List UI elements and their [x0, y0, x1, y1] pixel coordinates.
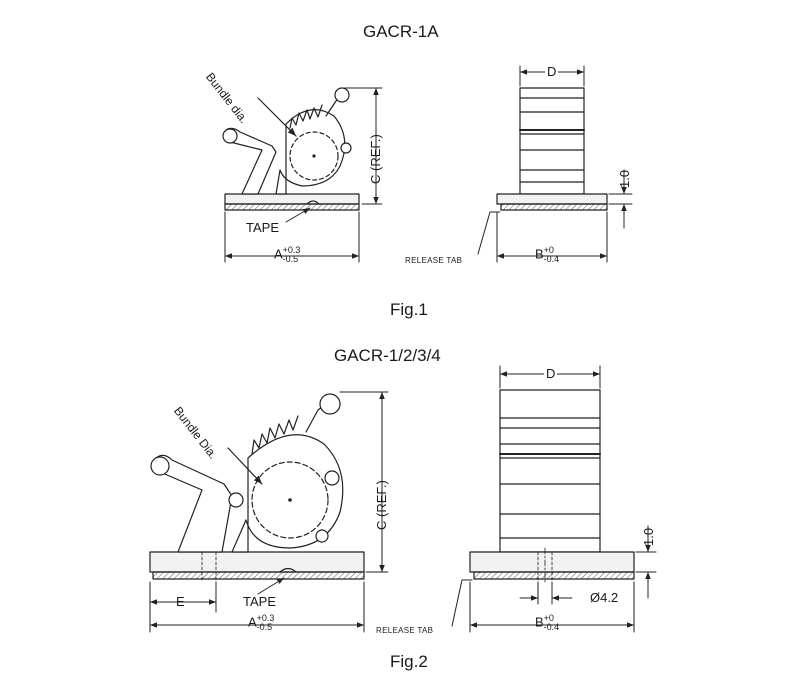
fig1-dim-d-label: D — [545, 64, 559, 79]
fig1-dim-a — [224, 211, 360, 263]
fig2-ratchet-teeth — [251, 415, 299, 455]
fig2-dim-a-symbol: A — [248, 614, 257, 630]
fig2-dim-a — [149, 581, 365, 633]
fig1-base-plate — [224, 193, 360, 205]
fig1-front-base — [496, 193, 608, 205]
fig1-front-tape — [500, 203, 608, 211]
fig1-dim-c-label: C (REF.) — [368, 134, 383, 184]
fig1-caption: Fig.1 — [390, 300, 428, 319]
fig2-dim-a-lower: -0.5 — [256, 622, 273, 632]
fig2-dim-b — [469, 581, 635, 633]
fig2-side-knob — [324, 470, 340, 486]
fig1-dim-thickness-label: 1.0 — [617, 169, 632, 188]
fig2-dim-c-label: C (REF.) — [374, 480, 389, 530]
fig1-front-body — [519, 87, 585, 195]
fig2-title: GACR-1/2/3/4 — [334, 346, 441, 365]
fig1-top-knob — [334, 87, 350, 103]
fig2-dim-e-label: E — [176, 594, 185, 609]
fig1-dim-a-upper: +0.3 — [282, 245, 301, 255]
fig2-dim-c — [339, 391, 389, 573]
fig2-clip-ring — [231, 434, 344, 553]
fig1-arm-knob — [222, 128, 238, 144]
fig2-dim-a-label: A+0.3-0.5 — [248, 614, 274, 632]
fig2-caption: Fig.2 — [390, 652, 428, 671]
fig2-tape-layer — [152, 571, 365, 580]
fig2-front-view — [469, 389, 635, 585]
fig2-dim-b-label: B+0-0.4 — [535, 614, 559, 632]
fig1-clip-ring — [275, 109, 346, 195]
fig2-dim-b-symbol: B — [535, 614, 544, 630]
fig2-tape-label: TAPE — [243, 594, 276, 609]
fig2-dim-b-upper: +0 — [543, 613, 554, 623]
fig2-top-knob — [319, 393, 341, 415]
fig1-tape-layer — [224, 203, 360, 211]
fig2-dim-thickness — [635, 525, 657, 599]
fig2-dim-d-label: D — [544, 366, 558, 381]
fig1-front-view — [496, 87, 608, 211]
fig1-dim-b-label: B+0-0.4 — [535, 246, 559, 264]
fig2-dim-thickness-label: 1.0 — [641, 527, 656, 546]
fig1-tape-leader — [285, 207, 311, 223]
fig2-dim-e — [149, 581, 217, 613]
fig1-side-knob — [340, 142, 352, 154]
fig2-bundle-circle — [251, 461, 329, 539]
fig1-tape-bump — [306, 200, 320, 205]
fig1-release-leader — [477, 211, 501, 255]
fig1-side-view — [222, 87, 360, 211]
fig1-dim-a-label: A+0.3-0.5 — [274, 246, 300, 264]
fig2-dim-hole-label: Ø4.2 — [590, 590, 619, 605]
fig1-dim-c — [344, 87, 383, 205]
fig2-dim-hole — [519, 581, 573, 605]
fig1-bundle-leader — [257, 97, 297, 137]
fig1-dim-b-upper: +0 — [543, 245, 554, 255]
fig1-dim-a-symbol: A — [274, 246, 283, 262]
fig2-dim-a-upper: +0.3 — [256, 613, 275, 623]
fig1-tape-label: TAPE — [246, 220, 279, 235]
fig1-top-latch — [325, 97, 339, 117]
fig2-release-leader — [451, 579, 473, 627]
fig1-title: GACR-1A — [363, 22, 439, 41]
fig1-dim-b-symbol: B — [535, 246, 544, 262]
fig2-arm-knob — [150, 456, 170, 476]
fig1-dim-b-lower: -0.4 — [543, 254, 560, 264]
fig2-release-tab-label: RELEASE TAB — [376, 626, 434, 635]
fig2-bundle-leader — [227, 447, 263, 485]
fig1-ratchet-teeth — [289, 104, 323, 129]
fig1-dim-b — [496, 211, 608, 263]
fig2-foot-knob — [228, 492, 244, 508]
fig2-front-tape — [473, 571, 635, 580]
fig1-bundle-circle — [289, 131, 339, 181]
fig2-bottom-knob — [315, 529, 329, 543]
fig2-dim-b-lower: -0.4 — [543, 622, 560, 632]
fig2-tape-bump — [279, 567, 297, 573]
fig2-front-body — [499, 389, 601, 553]
fig1-dim-thickness — [608, 169, 633, 229]
fig2-tape-leader — [257, 577, 285, 595]
fig1-dim-a-lower: -0.5 — [282, 254, 299, 264]
fig2-side-view — [149, 393, 365, 581]
fig2-base-plate — [149, 551, 365, 573]
fig1-release-tab-label: RELEASE TAB — [405, 256, 463, 265]
